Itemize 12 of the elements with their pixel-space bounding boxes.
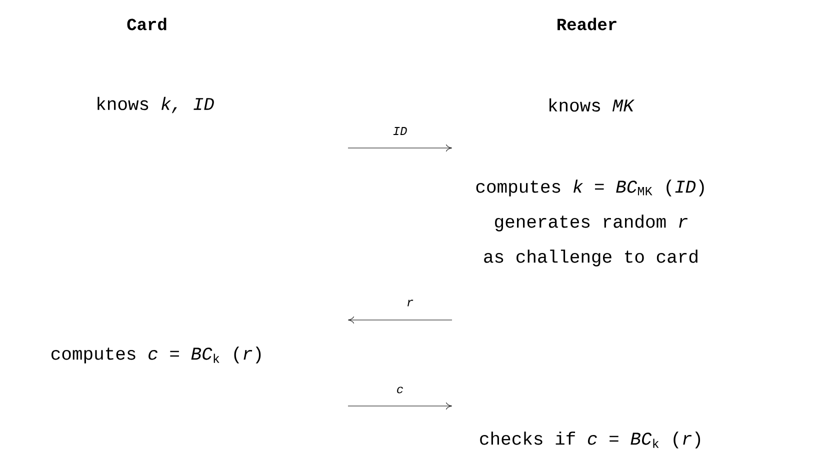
- step-text: generates random r: [495, 214, 688, 232]
- message-label: c: [397, 386, 403, 394]
- message-label: r: [408, 300, 414, 306]
- column-heading: Card: [127, 18, 166, 30]
- step-text: computes c = BC$_{k}$ (r): [52, 346, 261, 364]
- step-text: knows k, ID: [98, 96, 214, 114]
- column-heading: Reader: [558, 18, 616, 30]
- step-text: as challenge to card: [484, 250, 698, 266]
- step-text: checks if c = BC$_{k}$ (r): [480, 432, 700, 448]
- step-text: knows MK: [550, 98, 635, 112]
- message-label: ID: [393, 127, 407, 135]
- step-text: computes k = BC$_{MK}$ (ID): [476, 180, 704, 196]
